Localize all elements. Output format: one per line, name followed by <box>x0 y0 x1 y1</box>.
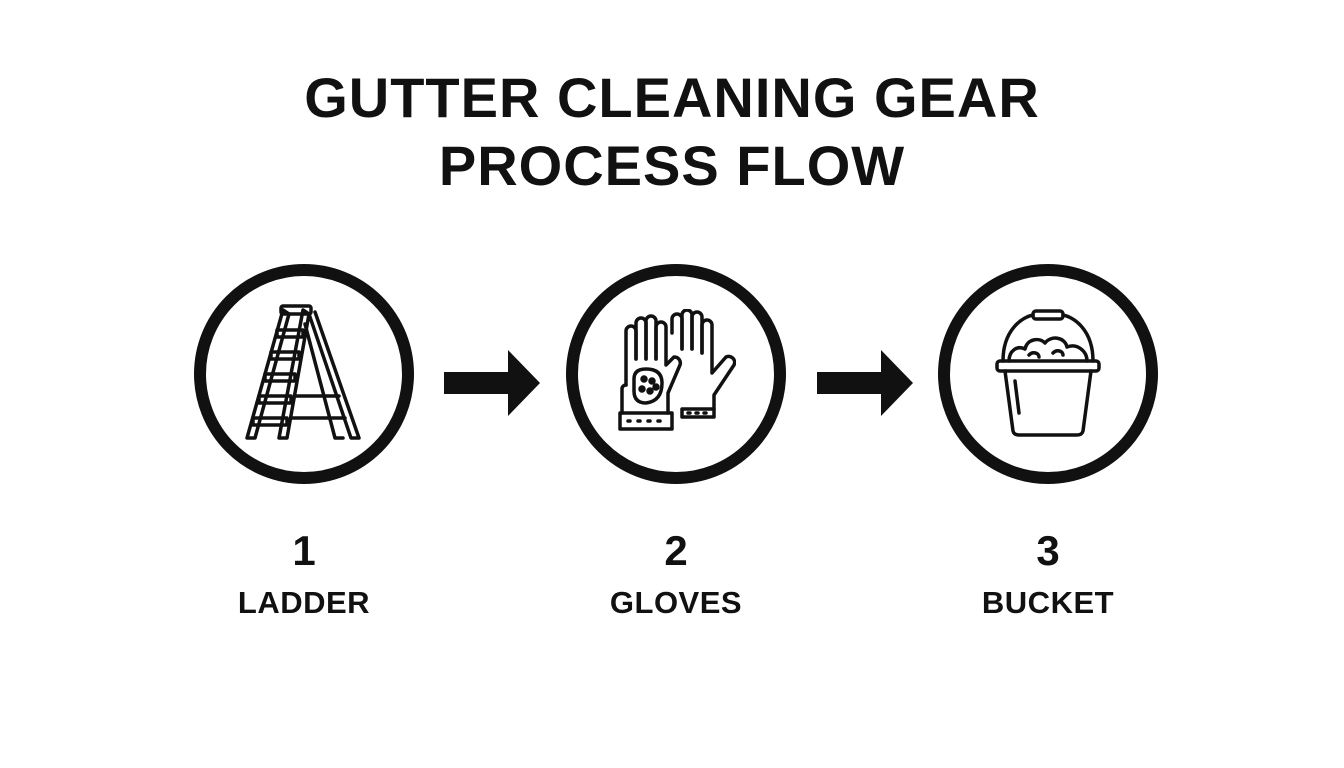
step-3-circle <box>938 264 1158 484</box>
arrow-right-icon <box>817 350 913 416</box>
step-1-number: 1 <box>292 527 316 574</box>
title-line-1: GUTTER CLEANING GEAR <box>304 66 1040 129</box>
step-2-circle <box>566 264 786 484</box>
ladder-icon <box>245 304 361 440</box>
gloves-icon <box>618 309 736 431</box>
step-1-circle <box>194 264 414 484</box>
step-3-label: BUCKET <box>981 585 1115 620</box>
step-3-number: 3 <box>1036 527 1060 574</box>
bucket-icon <box>995 309 1101 437</box>
step-2-number: 2 <box>664 527 688 574</box>
title-line-2: PROCESS FLOW <box>438 134 906 197</box>
arrow-right-icon <box>444 350 540 416</box>
page-title: GUTTER CLEANING GEAR PROCESS FLOW <box>0 64 1344 200</box>
step-2-label: GLOVES <box>609 585 743 620</box>
step-1-label: LADDER <box>237 585 371 620</box>
